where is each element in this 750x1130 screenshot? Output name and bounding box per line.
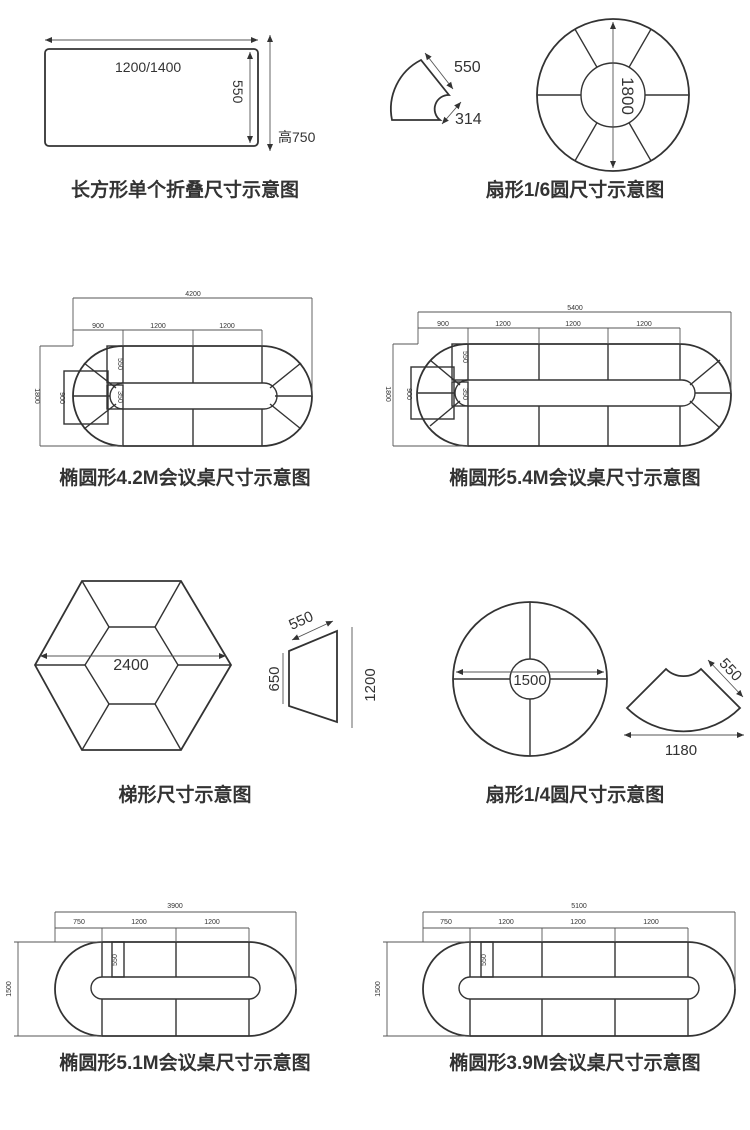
diagram-caption: 扇形1/6圆尺寸示意图 (486, 178, 664, 201)
height-label: 1500 (6, 981, 13, 997)
dimension-lines (14, 911, 297, 1037)
end-depth-label: 900 (405, 388, 412, 400)
segment-dividers (73, 346, 312, 446)
inner-dimension-line (441, 101, 462, 125)
diameter-label: 1800 (618, 77, 637, 115)
segment-2-label: 1200 (565, 321, 581, 328)
table-outline-inner (90, 976, 261, 1000)
depth-label: 550 (112, 954, 119, 966)
diagram-sixth-circle: 550 314 1800 扇形1/6圆尺寸示意图 (390, 18, 690, 201)
table-outline-inner (458, 976, 700, 1000)
diagram-rectangle-table: 1200/1400 550 高750 长方形单个折叠尺寸示意图 (44, 35, 316, 201)
end-segment-label: 900 (437, 321, 449, 328)
diagram-caption: 长方形单个折叠尺寸示意图 (71, 178, 299, 201)
end-segment-label: 750 (73, 919, 85, 926)
diagram-oval-3-9m: 5100 750 1200 1200 1200 550 1500 椭圆形3.9M… (375, 903, 736, 1074)
total-length-label: 5400 (567, 305, 583, 312)
diameter-label: 1500 (513, 672, 546, 689)
height-label: 高750 (278, 129, 316, 145)
diagram-quarter-circle: 1500 550 1180 扇形1/4圆尺寸示意图 (452, 601, 746, 806)
depth-dimension-line (707, 659, 744, 698)
diagram-oval-4-2m: 4200 900 1200 1200 550 1800 900 350 椭圆形4… (33, 291, 313, 489)
end-depth-label: 900 (58, 392, 65, 404)
segment-dividers (101, 942, 250, 1036)
total-length-label: 4200 (185, 291, 201, 298)
length-label: 1200/1400 (115, 59, 181, 75)
diagram-caption: 椭圆形3.9M会议桌尺寸示意图 (449, 1051, 700, 1074)
segment-1-label: 1200 (150, 323, 166, 330)
depth-label: 550 (461, 351, 468, 363)
dimension-lines (392, 311, 732, 447)
segment-dividers (418, 344, 731, 446)
side-label: 650 (266, 666, 283, 691)
top-label: 550 (286, 608, 316, 634)
top-dimension-line (291, 620, 334, 641)
segment-2-label: 1200 (219, 323, 235, 330)
height-label: 1800 (33, 388, 40, 404)
depth-label: 550 (116, 358, 123, 370)
depth-marker-box (451, 343, 469, 381)
total-length-label: 3900 (167, 903, 183, 910)
depth-marker-box (106, 345, 124, 384)
diagram-oval-5-1m: 3900 750 1200 1200 550 1500 椭圆形5.1M会议桌尺寸… (6, 903, 311, 1074)
width-label: 550 (230, 80, 246, 104)
sector-outline (390, 58, 451, 121)
diagram-trapezoid: 2400 550 650 1200 梯形尺寸示意图 (33, 580, 379, 806)
end-segment-label: 900 (92, 323, 104, 330)
height-label: 1800 (384, 386, 391, 402)
segment-1-label: 1200 (131, 919, 147, 926)
end-piece-outline (410, 366, 455, 420)
diameter-label: 2400 (113, 657, 149, 674)
diagram-caption: 椭圆形5.4M会议桌尺寸示意图 (449, 466, 700, 489)
segment-1-label: 1200 (498, 919, 514, 926)
segment-dividers (469, 942, 689, 1036)
inner-label: 350 (116, 391, 123, 403)
segment-2-label: 1200 (204, 919, 220, 926)
quarter-sector-piece (625, 667, 742, 733)
trapezoid-piece (288, 629, 338, 724)
segment-2-label: 1200 (570, 919, 586, 926)
depth-marker-box (111, 941, 125, 978)
diagram-caption: 梯形尺寸示意图 (118, 783, 251, 806)
inner-marker-box (106, 384, 124, 410)
inner-label: 314 (455, 111, 482, 128)
inner-label: 350 (461, 388, 468, 400)
segment-3-label: 1200 (636, 321, 652, 328)
trapezoid-dividers (35, 580, 231, 751)
table-outline-inner (109, 382, 278, 410)
diagram-oval-5-4m: 5400 900 1200 1200 1200 550 1800 900 350… (384, 305, 732, 489)
inner-marker-box (451, 381, 469, 407)
outer-dimension-line (424, 52, 454, 90)
segment-1-label: 1200 (495, 321, 511, 328)
diagram-caption: 椭圆形5.1M会议桌尺寸示意图 (59, 1051, 310, 1074)
sector-dividers (537, 28, 689, 162)
diagram-caption: 扇形1/4圆尺寸示意图 (486, 783, 664, 806)
segment-3-label: 1200 (643, 919, 659, 926)
base-label: 1200 (362, 668, 379, 701)
depth-marker-box (480, 941, 494, 978)
quadrant-dividers (453, 602, 607, 756)
table-outline-inner (454, 379, 696, 407)
end-piece-outline (63, 370, 109, 425)
diagram-caption: 椭圆形4.2M会议桌尺寸示意图 (59, 466, 310, 489)
height-label: 1500 (375, 981, 382, 997)
depth-label: 550 (716, 655, 746, 685)
chord-label: 1180 (665, 742, 697, 759)
total-length-label: 5100 (571, 903, 587, 910)
end-segment-label: 750 (440, 919, 452, 926)
outer-label: 550 (454, 59, 481, 76)
dimension-lines (383, 911, 736, 1037)
depth-label: 550 (481, 954, 488, 966)
rectangle-tabletop (44, 48, 259, 147)
dimension-lines (39, 297, 313, 447)
